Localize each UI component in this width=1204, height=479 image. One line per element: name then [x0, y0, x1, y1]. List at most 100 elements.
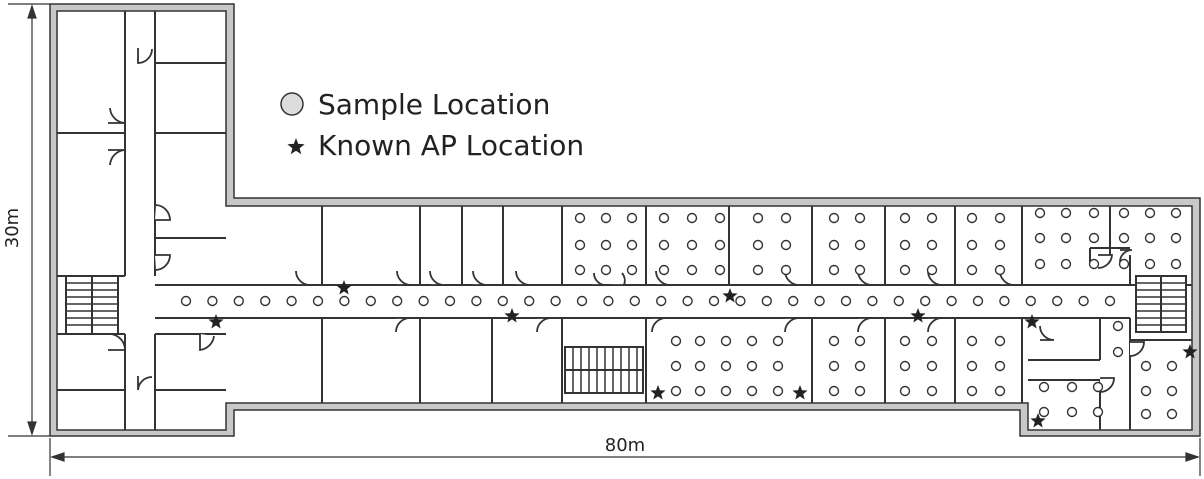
sample-location-marker	[1038, 381, 1050, 393]
ap-location-star-icon	[208, 314, 224, 329]
sample-location-marker	[994, 360, 1006, 372]
sample-location-marker	[600, 212, 612, 224]
sample-location-marker	[686, 264, 698, 276]
sample-location-marker	[926, 335, 938, 347]
ap-locations	[208, 280, 1198, 428]
sample-location-marker	[926, 360, 938, 372]
staircase-west	[65, 275, 119, 335]
outer-walls	[49, 3, 1201, 437]
sample-location-marker	[788, 295, 799, 307]
sample-location-marker	[780, 264, 792, 276]
sample-location-marker	[893, 295, 904, 307]
sample-location-marker	[550, 295, 561, 307]
sample-location-marker	[392, 295, 403, 307]
sample-location-marker	[854, 360, 866, 372]
sample-location-marker	[574, 212, 586, 224]
sample-location-marker	[686, 212, 698, 224]
sample-location-marker	[966, 360, 978, 372]
sample-location-marker	[626, 264, 638, 276]
sample-location-marker	[1166, 360, 1178, 372]
sample-location-marker	[574, 239, 586, 251]
sample-location-marker	[714, 239, 726, 251]
ap-location-star-icon	[1182, 344, 1198, 359]
sample-location-marker	[1092, 381, 1104, 393]
sample-location-marker	[735, 295, 746, 307]
sample-location-marker	[828, 360, 840, 372]
ap-location-star-icon	[1024, 314, 1040, 329]
sample-location-marker	[1060, 258, 1072, 270]
sample-location-marker	[1140, 385, 1152, 397]
dimension-height	[8, 3, 50, 437]
sample-location-marker	[339, 295, 350, 307]
sample-location-marker	[746, 335, 758, 347]
sample-location-marker	[761, 295, 772, 307]
sample-location-marker	[828, 239, 840, 251]
sample-location-marker	[1034, 207, 1046, 219]
sample-location-marker	[920, 295, 931, 307]
sample-location-marker	[1066, 381, 1078, 393]
sample-location-marker	[1166, 385, 1178, 397]
sample-location-marker	[828, 335, 840, 347]
sample-location-marker	[772, 335, 784, 347]
sample-location-marker	[1170, 258, 1182, 270]
sample-location-marker	[966, 385, 978, 397]
sample-location-marker	[926, 239, 938, 251]
sample-location-marker	[746, 360, 758, 372]
sample-location-marker	[899, 385, 911, 397]
sample-location-marker	[926, 264, 938, 276]
sample-location-marker	[471, 295, 482, 307]
sample-location-marker	[1088, 207, 1100, 219]
sample-location-marker	[720, 335, 732, 347]
sample-location-marker	[418, 295, 429, 307]
legend-ap-star-icon	[287, 138, 305, 155]
sample-location-marker	[1118, 232, 1130, 244]
sample-location-marker	[658, 264, 670, 276]
sample-location-marker	[854, 212, 866, 224]
sample-location-marker	[854, 264, 866, 276]
sample-location-marker	[1170, 207, 1182, 219]
sample-location-marker	[1118, 258, 1130, 270]
sample-location-marker	[670, 360, 682, 372]
sample-location-marker	[828, 212, 840, 224]
sample-location-marker	[854, 385, 866, 397]
sample-location-marker	[899, 360, 911, 372]
staircase-central	[564, 346, 644, 394]
sample-location-marker	[854, 335, 866, 347]
sample-location-marker	[365, 295, 376, 307]
sample-location-marker	[854, 239, 866, 251]
sample-location-marker	[1140, 408, 1152, 420]
sample-location-marker	[972, 295, 984, 307]
sample-location-marker	[497, 295, 508, 307]
sample-location-marker	[926, 385, 938, 397]
sample-location-marker	[746, 385, 758, 397]
sample-location-marker	[1088, 232, 1100, 244]
sample-location-marker	[772, 360, 784, 372]
sample-location-marker	[899, 212, 911, 224]
sample-location-marker	[1112, 320, 1124, 332]
ap-location-star-icon	[910, 308, 926, 323]
sample-location-marker	[1051, 295, 1063, 307]
sample-location-marker	[1088, 258, 1100, 270]
sample-location-marker	[1060, 232, 1072, 244]
sample-location-marker	[994, 212, 1006, 224]
sample-location-marker	[629, 295, 640, 307]
sample-location-marker	[1104, 295, 1116, 307]
legend-sample-circle-icon	[280, 92, 304, 116]
sample-location-marker	[1144, 258, 1156, 270]
sample-location-marker	[1034, 232, 1046, 244]
ap-location-star-icon	[336, 280, 352, 295]
sample-location-marker	[899, 239, 911, 251]
sample-location-marker	[720, 385, 732, 397]
sample-location-marker	[1144, 232, 1156, 244]
sample-location-marker	[444, 295, 456, 307]
sample-location-marker	[828, 385, 840, 397]
sample-location-marker	[1140, 360, 1152, 372]
sample-location-marker	[772, 385, 784, 397]
sample-location-marker	[1170, 232, 1182, 244]
sample-location-marker	[1092, 406, 1104, 418]
sample-location-marker	[780, 212, 792, 224]
sample-location-marker	[260, 295, 271, 307]
sample-location-marker	[658, 239, 670, 251]
sample-location-marker	[1118, 207, 1130, 219]
sample-location-marker	[600, 264, 612, 276]
